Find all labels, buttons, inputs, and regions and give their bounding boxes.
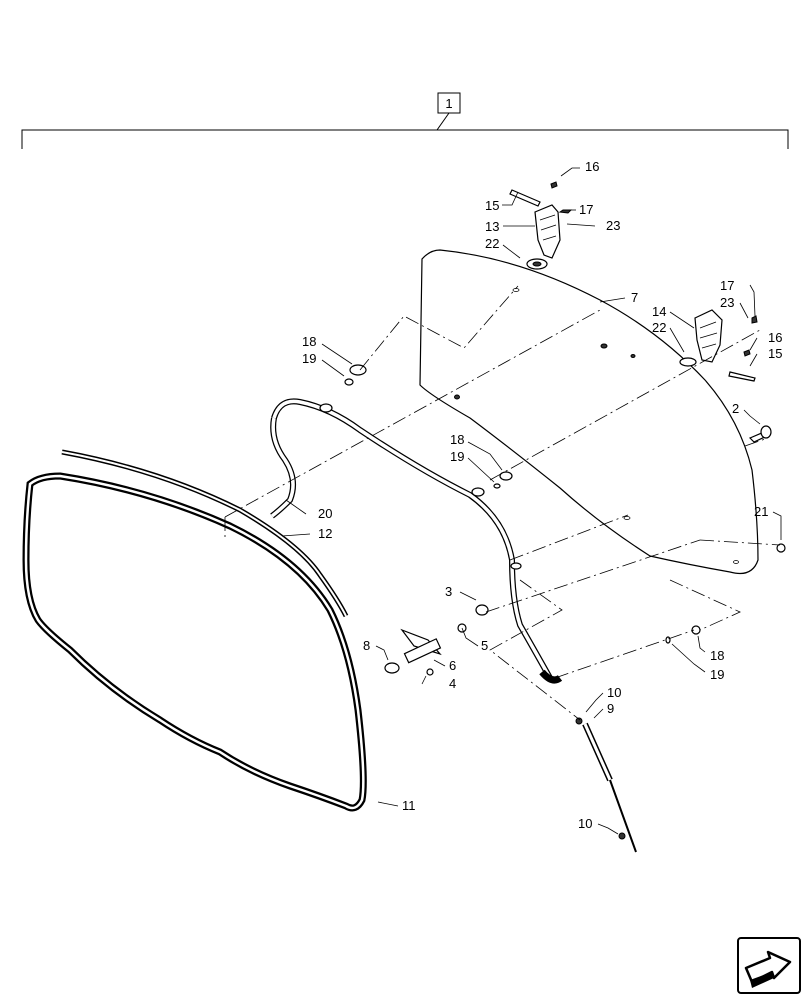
- callout-17: 17: [720, 278, 734, 293]
- callout-18: 18: [710, 648, 724, 663]
- callout-15: 15: [768, 346, 782, 361]
- callout-16: 16: [585, 159, 599, 174]
- weather-strip: [61, 449, 349, 618]
- frame-tube: [270, 398, 563, 684]
- callout-21: 21: [754, 504, 768, 519]
- latch-bracket: [384, 604, 489, 676]
- callout-2: 2: [732, 401, 739, 416]
- arrow-icon[interactable]: [737, 937, 801, 994]
- callout-8: 8: [363, 638, 370, 653]
- callout-10: 10: [578, 816, 592, 831]
- hinge-upper: [509, 181, 573, 270]
- callout-5: 5: [481, 638, 488, 653]
- callout-11: 11: [402, 798, 416, 813]
- callout-19: 19: [450, 449, 464, 464]
- callout-9: 9: [607, 701, 614, 716]
- gas-strut: [575, 717, 637, 853]
- callout-13: 13: [485, 219, 499, 234]
- callout-7: 7: [631, 290, 638, 305]
- callout-23: 23: [720, 295, 734, 310]
- callout-18: 18: [450, 432, 464, 447]
- callout-18: 18: [302, 334, 316, 349]
- callouts: 16 15 17 13 23 22 7 17 23 14 22 16 15 18…: [302, 159, 782, 831]
- callout-19: 19: [302, 351, 316, 366]
- callout-4: 4: [449, 676, 456, 691]
- callout-20: 20: [318, 506, 332, 521]
- callout-14: 14: [652, 304, 666, 319]
- callout-15: 15: [485, 198, 499, 213]
- reference-lines: [224, 285, 781, 721]
- callout-3: 3: [445, 584, 452, 599]
- callout-22: 22: [652, 320, 666, 335]
- callout-10: 10: [607, 685, 621, 700]
- callout-16: 16: [768, 330, 782, 345]
- callout-6: 6: [449, 658, 456, 673]
- callout-17: 17: [579, 202, 593, 217]
- leader-lines: [281, 167, 782, 835]
- glass-panel: [419, 249, 759, 575]
- seal-gasket: [22, 472, 367, 812]
- callout-22: 22: [485, 236, 499, 251]
- callout-23: 23: [606, 218, 620, 233]
- callout-19: 19: [710, 667, 724, 682]
- assembly-label: 1: [445, 96, 452, 111]
- assembly-bracket: 1: [21, 92, 789, 149]
- hinge-right: [679, 309, 758, 382]
- callout-12: 12: [318, 526, 332, 541]
